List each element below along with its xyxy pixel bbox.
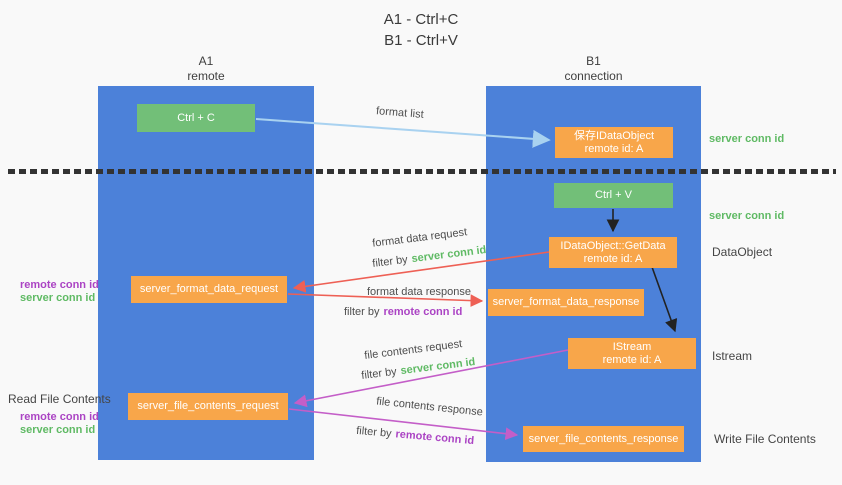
annotation-server-conn-id-mid: server conn id bbox=[709, 210, 785, 222]
remote-conn-id-text: remote conn id bbox=[383, 306, 463, 318]
title-line-1: A1 - Ctrl+C bbox=[383, 11, 459, 28]
node-save-idataobject-line2: remote id: A bbox=[584, 142, 644, 155]
node-server-file-contents-request: server_file_contents_request bbox=[128, 393, 288, 420]
lifeline-b1-header: B1 connection bbox=[486, 54, 701, 84]
node-istream-line1: IStream bbox=[612, 340, 652, 353]
annotation-remote-conn-id-top: remote conn id bbox=[20, 279, 99, 291]
annotation-read-file-contents: Read File Contents bbox=[8, 392, 111, 406]
annotation-remote-conn-id-bottom: remote conn id bbox=[20, 411, 99, 423]
node-ctrl-v-label: Ctrl + V bbox=[595, 189, 632, 201]
node-server-file-contents-response: server_file_contents_response bbox=[523, 426, 684, 452]
annotation-dataobject: DataObject bbox=[712, 245, 773, 259]
node-server-format-data-request-label: server_format_data_request bbox=[139, 283, 279, 295]
diagram-title: A1 - Ctrl+C B1 - Ctrl+V bbox=[0, 9, 842, 51]
lifeline-a1-header: A1 remote bbox=[98, 54, 314, 84]
annotation-server-conn-id-top: server conn id bbox=[709, 133, 785, 145]
node-ctrl-c: Ctrl + C bbox=[137, 104, 255, 132]
node-server-format-data-response-label: server_format_data_response bbox=[492, 296, 640, 308]
title-line-2: B1 - Ctrl+V bbox=[384, 32, 458, 49]
node-istream: IStream remote id: A bbox=[568, 338, 696, 369]
arrow-getdata-to-istream bbox=[651, 266, 678, 333]
label-format-data-response: format data response bbox=[367, 286, 471, 298]
node-idataobject-getdata-line2: remote id: A bbox=[583, 252, 643, 265]
node-idataobject-getdata-line1: IDataObject::GetData bbox=[560, 239, 666, 252]
node-server-format-data-response: server_format_data_response bbox=[488, 289, 644, 316]
filter-by-text: filter by bbox=[344, 306, 380, 318]
node-server-format-data-request: server_format_data_request bbox=[131, 276, 287, 303]
annotation-server-conn-id-left-top: server conn id bbox=[20, 292, 96, 304]
node-ctrl-c-label: Ctrl + C bbox=[177, 111, 215, 124]
node-ctrl-v: Ctrl + V bbox=[554, 183, 673, 208]
lifeline-b1-role: connection bbox=[564, 69, 623, 83]
arrow-file-contents-response bbox=[288, 408, 519, 441]
node-server-file-contents-response-label: server_file_contents_response bbox=[528, 432, 679, 445]
arrow-format-data-request bbox=[292, 251, 550, 293]
arrow-file-contents-request bbox=[293, 349, 569, 408]
lifeline-a1-role: remote bbox=[187, 69, 225, 83]
node-save-idataobject: 保存IDataObject remote id: A bbox=[555, 127, 673, 158]
node-idataobject-getdata: IDataObject::GetData remote id: A bbox=[549, 237, 677, 268]
annotation-istream: Istream bbox=[712, 349, 753, 363]
arrow-format-data-response bbox=[287, 293, 484, 307]
annotation-write-file-contents: Write File Contents bbox=[714, 432, 816, 446]
annotation-server-conn-id-left-bottom: server conn id bbox=[20, 424, 96, 436]
phase-separator-dotted-line bbox=[8, 169, 836, 174]
node-save-idataobject-line1: 保存IDataObject bbox=[573, 129, 655, 142]
node-server-file-contents-request-label: server_file_contents_request bbox=[137, 400, 279, 412]
arrow-format-list bbox=[255, 118, 551, 148]
node-istream-line2: remote id: A bbox=[602, 353, 662, 366]
lifeline-b1-name: B1 bbox=[586, 54, 601, 68]
lifeline-a1-name: A1 bbox=[198, 54, 214, 68]
